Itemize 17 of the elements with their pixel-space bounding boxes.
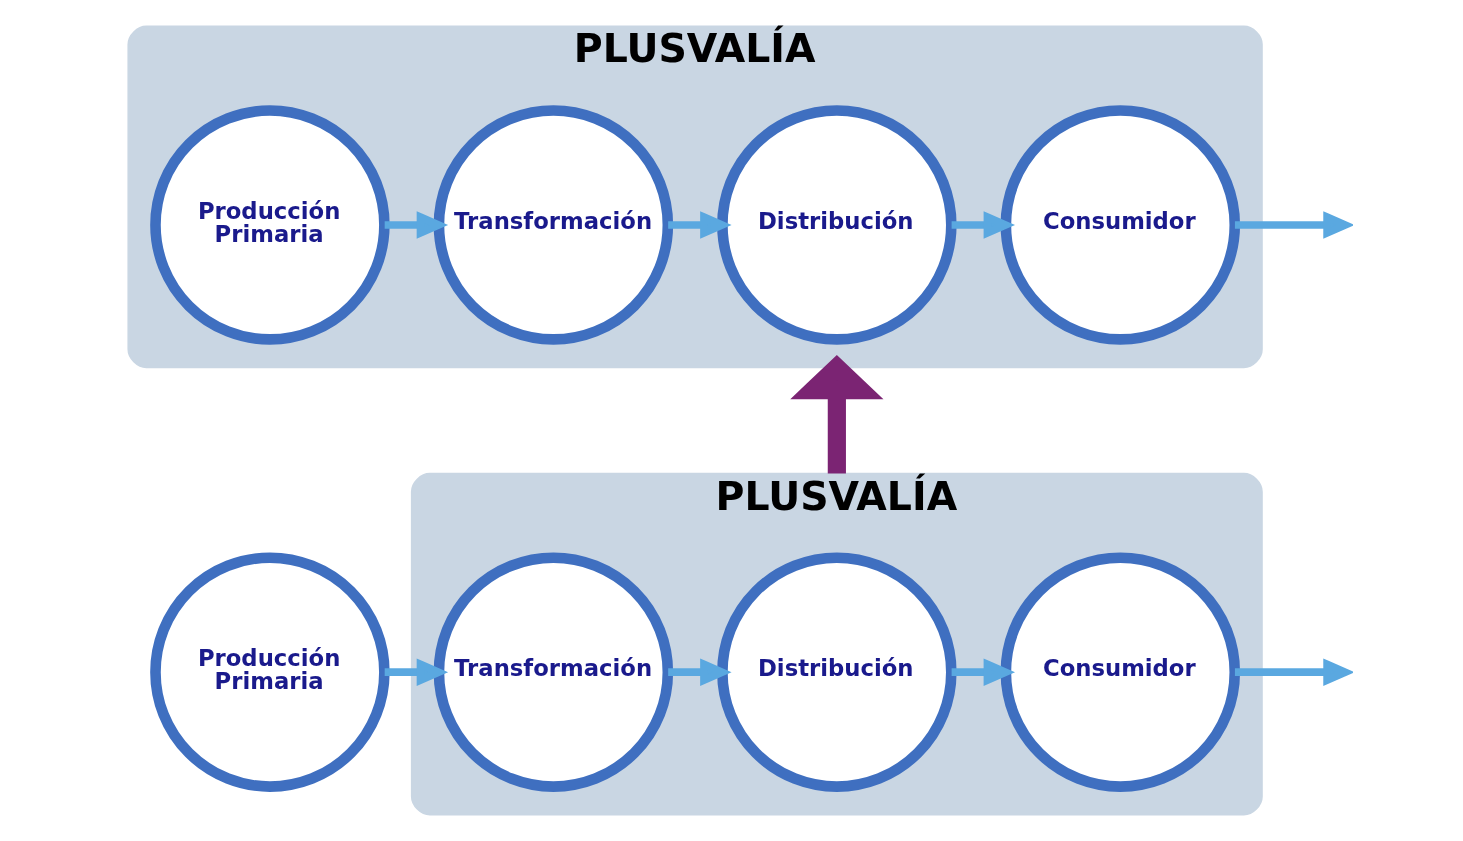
- node-circle: Consumidor: [1000, 552, 1241, 792]
- arrow: [951, 658, 1016, 686]
- arrow: [668, 211, 732, 239]
- node-circle: Producción Primaria: [150, 105, 390, 345]
- node-circle: Distribución: [717, 105, 957, 345]
- node-circle: Transformación: [433, 105, 674, 345]
- arrow: [384, 211, 449, 239]
- arrow: [951, 211, 1016, 239]
- arrow: [1234, 658, 1353, 686]
- arrow: [790, 354, 884, 474]
- arrow: [668, 658, 732, 686]
- node-circle: Transformación: [433, 552, 674, 792]
- node-circle: Distribución: [717, 552, 957, 792]
- node-circle: Producción Primaria: [150, 552, 390, 792]
- arrow: [384, 658, 449, 686]
- arrow: [1234, 211, 1353, 239]
- node-circle: Consumidor: [1000, 105, 1241, 345]
